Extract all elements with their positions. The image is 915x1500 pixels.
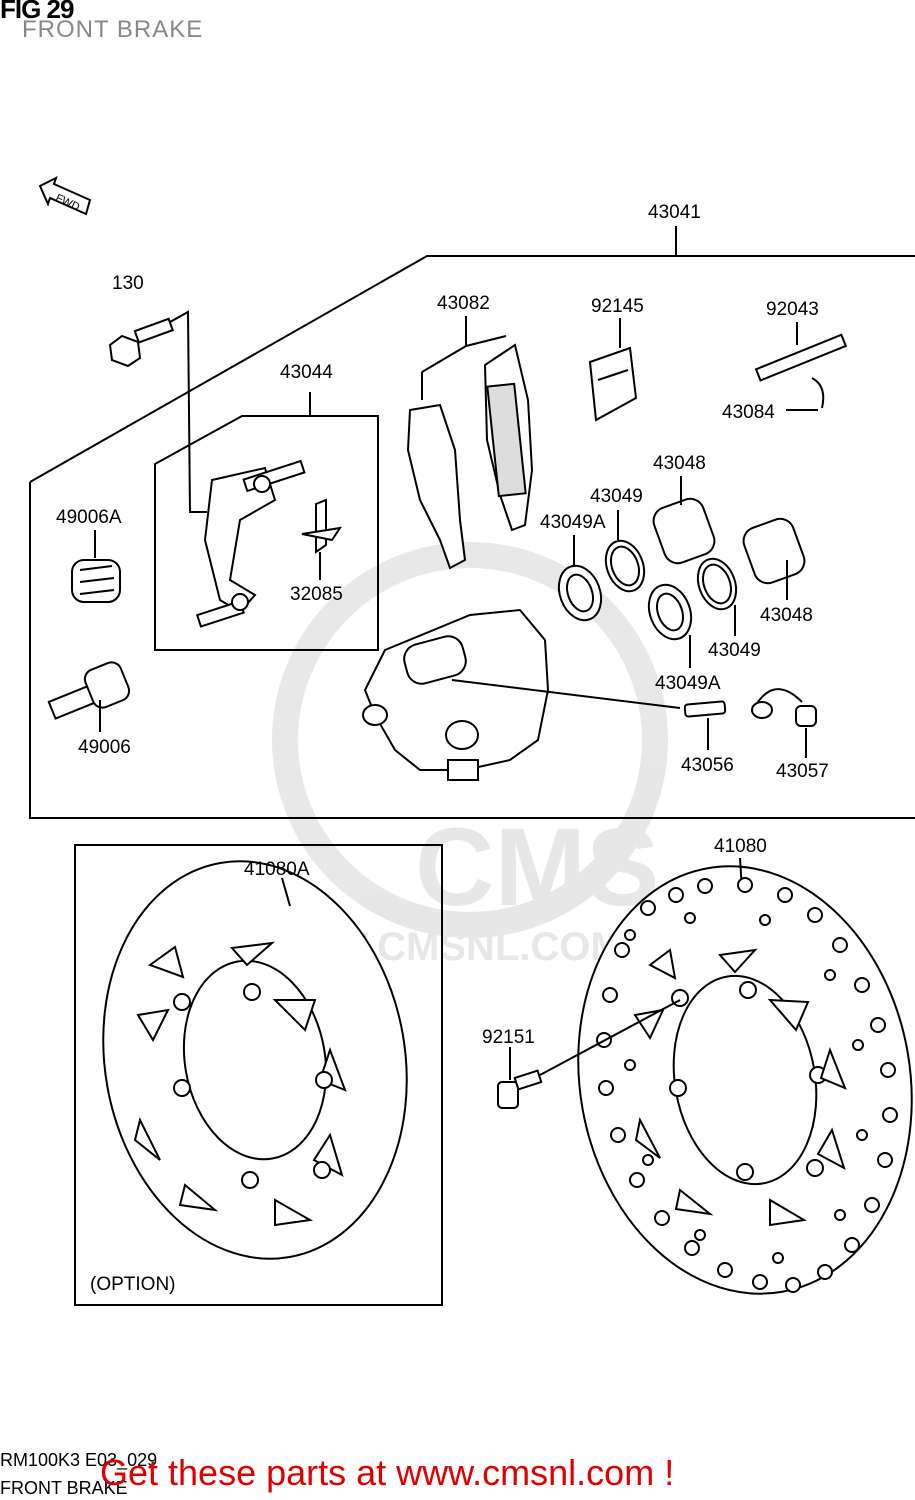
- diagram-caption: FRONT BRAKE: [0, 1478, 128, 1498]
- slide-pin-49006: [47, 661, 131, 732]
- label-92151: 92151: [482, 1027, 535, 1048]
- caliper-assembly-outline: [29, 226, 915, 819]
- label-92145: 92145: [591, 296, 644, 317]
- brake-disc-41080A: [102, 860, 408, 1260]
- label-43056: 43056: [681, 755, 734, 776]
- boot-49006A: [71, 530, 121, 603]
- label-option: (OPTION): [90, 1274, 176, 1295]
- forward-arrow-icon: FWD: [38, 176, 92, 216]
- part-labels: 43041 130 43082 92145 92043 43084 43044 …: [56, 202, 829, 1295]
- pad-pin-92043: [754, 322, 848, 411]
- slide-boot-32085: [301, 498, 343, 580]
- option-box-outline: [74, 844, 443, 1306]
- label-92043: 92043: [766, 299, 819, 320]
- cmsnl-parts-link[interactable]: Get these parts at www.cmsnl.com !: [100, 1452, 675, 1493]
- label-43082: 43082: [437, 293, 490, 314]
- label-49006: 49006: [78, 737, 131, 758]
- figure-number: FIG 29: [0, 0, 74, 24]
- pistons-and-seals: [557, 476, 806, 668]
- disc-bolt-92151: [497, 999, 681, 1109]
- bracket-box-outline: [154, 392, 379, 651]
- label-43041: 43041: [648, 202, 701, 223]
- pad-spring-92145: [588, 318, 638, 422]
- label-43049-upper: 43049: [590, 486, 643, 507]
- label-43044: 43044: [280, 362, 333, 383]
- bleeder-cap-43057: [751, 688, 817, 758]
- brake-pads-43082: [406, 316, 534, 570]
- label-43048-lower: 43048: [760, 605, 813, 626]
- label-41080: 41080: [714, 836, 767, 857]
- brake-disc-41080: [577, 857, 913, 1295]
- figure-subtitle: FRONT BRAKE: [22, 16, 204, 43]
- bleeder-valve-43056: [683, 700, 727, 750]
- label-32085: 32085: [290, 584, 343, 605]
- label-41080A: 41080A: [244, 859, 310, 880]
- label-43084: 43084: [722, 402, 775, 423]
- label-43049A-upper: 43049A: [540, 512, 606, 533]
- label-49006A: 49006A: [56, 507, 122, 528]
- label-43048-upper: 43048: [653, 453, 706, 474]
- watermark-brand: CMS: [415, 806, 659, 929]
- diagram-code: RM100K3 E03_029: [0, 1450, 158, 1470]
- bolt-130: [108, 310, 207, 513]
- label-130: 130: [112, 273, 144, 294]
- label-43049-lower: 43049: [708, 640, 761, 661]
- label-43057: 43057: [776, 761, 829, 782]
- caliper-body: [362, 608, 681, 781]
- caliper-bracket-43044: [195, 459, 306, 628]
- label-43049A-lower: 43049A: [655, 673, 721, 694]
